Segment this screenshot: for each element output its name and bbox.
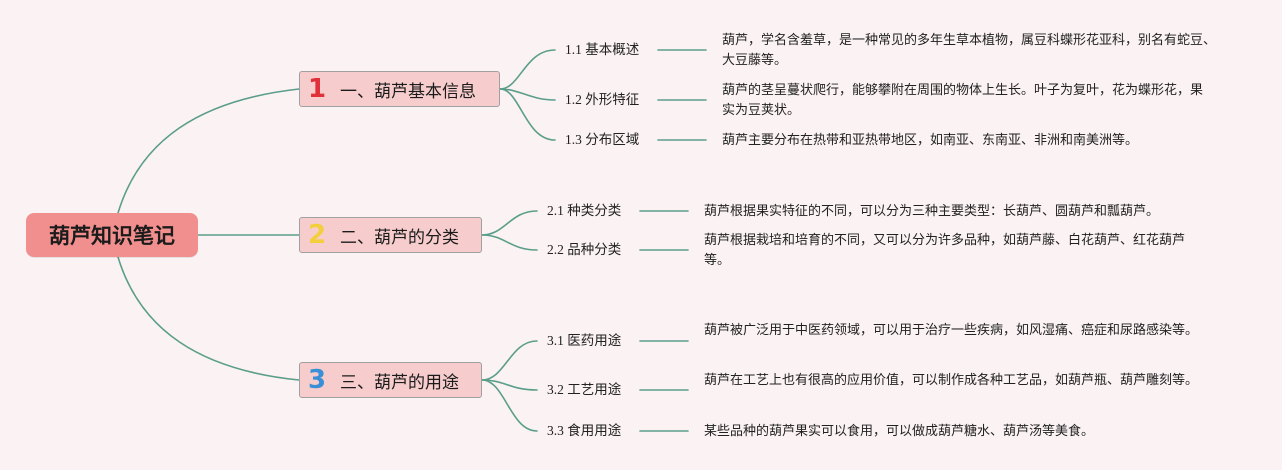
link-b1-leaf-3	[499, 88, 556, 141]
leaf-node-3-2[interactable]: 3.2 工艺用途	[547, 382, 622, 397]
number-2-icon: 2	[307, 220, 327, 250]
leaf-desc-1-1: 葫芦，学名含羞草，是一种常见的多年生草本植物，属豆科蝶形花亚科，别名有蛇豆、大豆…	[722, 33, 1217, 68]
link-b1-leaf-2	[499, 88, 556, 101]
link-root-branch-3	[117, 256, 300, 381]
number-1-icon: 1	[307, 74, 327, 104]
leaf-desc-3-1: 葫芦被广泛用于中医药领域，可以用于治疗一些疾病，如风湿痛、癌症和尿路感染等。	[704, 323, 1199, 338]
link-b1-leaf-1	[499, 49, 556, 90]
branch-label-2: 二、葫芦的分类	[340, 227, 459, 248]
leaf-node-1-1[interactable]: 1.1 基本概述	[565, 42, 640, 57]
link-b2-leaf-2	[481, 234, 538, 251]
link-b3-leaf-1	[481, 340, 538, 381]
leaf-desc-3-2: 葫芦在工艺上也有很高的应用价值，可以制作成各种工艺品，如葫芦瓶、葫芦雕刻等。	[704, 373, 1199, 388]
leaf-desc-2-1: 葫芦根据果实特征的不同，可以分为三种主要类型：长葫芦、圆葫芦和瓢葫芦。	[704, 204, 1160, 219]
leaf-node-3-1[interactable]: 3.1 医药用途	[547, 333, 622, 348]
root-node[interactable]: 葫芦知识笔记	[26, 213, 198, 257]
link-b3-leaf-3	[481, 379, 538, 432]
leaf-desc-2-2: 葫芦根据栽培和培育的不同，又可以分为许多品种，如葫芦藤、白花葫芦、红花葫芦等。	[704, 233, 1186, 268]
leaf-node-2-2[interactable]: 2.2 品种分类	[547, 242, 622, 257]
link-b3-leaf-2	[481, 379, 538, 391]
leaf-desc-1-3: 葫芦主要分布在热带和亚热带地区，如南亚、东南亚、非洲和南美洲等。	[722, 133, 1139, 148]
number-3-icon: 3	[307, 365, 327, 395]
link-root-branch-1	[117, 88, 300, 214]
leaf-node-1-3[interactable]: 1.3 分布区域	[565, 132, 640, 147]
leaf-node-3-3[interactable]: 3.3 食用用途	[547, 423, 622, 438]
branch-label-3: 三、葫芦的用途	[340, 372, 459, 393]
branch-node-2[interactable]: 2 二、葫芦的分类	[299, 217, 482, 253]
branch-node-1[interactable]: 1 一、葫芦基本信息	[299, 71, 500, 107]
root-label: 葫芦知识笔记	[49, 224, 175, 248]
leaf-node-1-2[interactable]: 1.2 外形特征	[565, 92, 640, 107]
leaf-node-2-1[interactable]: 2.1 种类分类	[547, 203, 622, 218]
branch-label-1: 一、葫芦基本信息	[340, 81, 476, 102]
leaf-desc-1-2: 葫芦的茎呈蔓状爬行，能够攀附在周围的物体上生长。叶子为复叶，花为蝶形花，果实为豆…	[722, 83, 1204, 118]
link-b2-leaf-1	[481, 210, 538, 236]
leaf-desc-3-3: 某些品种的葫芦果实可以食用，可以做成葫芦糖水、葫芦汤等美食。	[704, 424, 1095, 439]
branch-node-3[interactable]: 3 三、葫芦的用途	[299, 362, 482, 398]
